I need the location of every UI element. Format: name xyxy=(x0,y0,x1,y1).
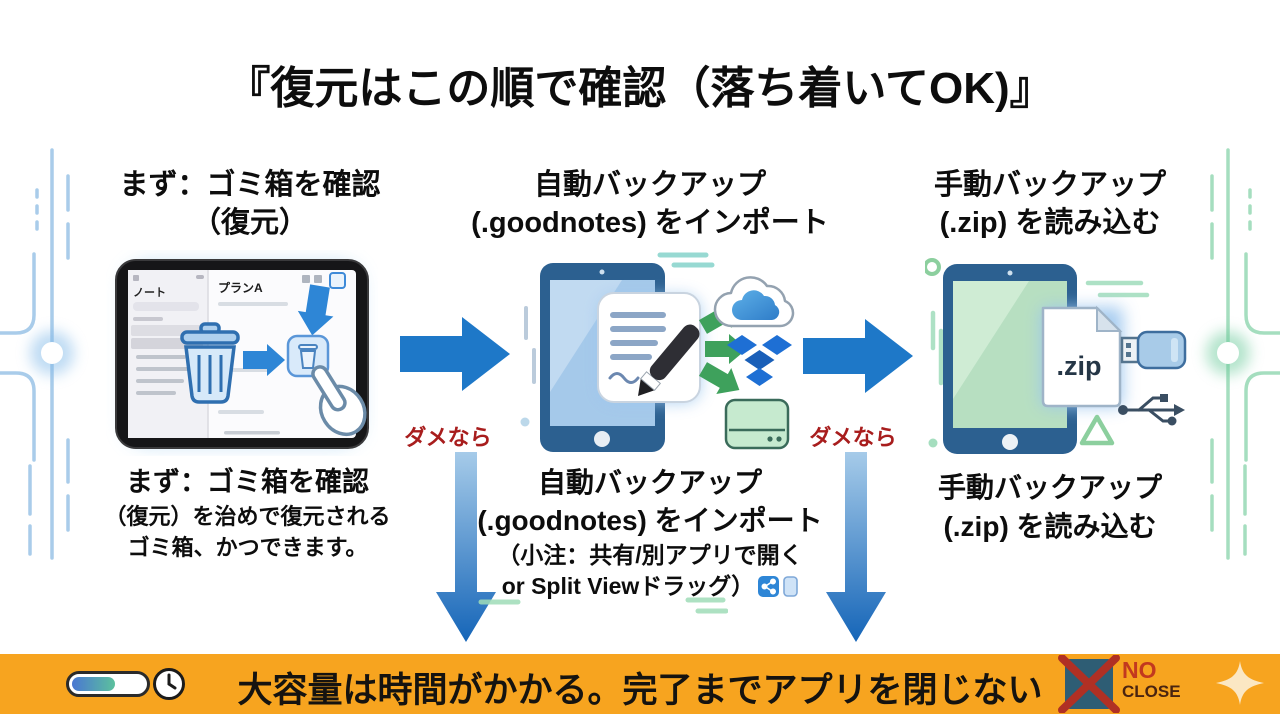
hand-cursor-icon xyxy=(311,365,367,437)
step1-header-line1: まず：ゴミ箱を確認 xyxy=(119,169,381,201)
green-circle-decoration xyxy=(925,258,941,276)
step2-caption: 自動バックアップ (.goodnotes) をインポート （小注：共有/別アプリ… xyxy=(430,464,870,602)
progress-fill xyxy=(72,677,115,691)
note-icon xyxy=(597,292,701,403)
tablet-mini-icon xyxy=(783,576,799,597)
trash-icon xyxy=(180,322,240,404)
flow-arrow-right-2 xyxy=(803,319,913,393)
toolbar-restore-icon xyxy=(329,272,346,289)
green-dot-decoration xyxy=(928,438,938,448)
auto-backup-illustration xyxy=(520,252,795,452)
step1-header: まず：ゴミ箱を確認 （復元） xyxy=(70,166,430,242)
no-close-icon xyxy=(1058,655,1120,713)
share-icon xyxy=(758,576,780,597)
step1-header-line2: （復元） xyxy=(191,207,308,239)
teal-dash-decoration xyxy=(657,252,715,268)
pen-icon xyxy=(638,324,700,396)
step2-header-line2: (.goodnotes) をインポート xyxy=(471,207,829,239)
zip-label: .zip xyxy=(1057,351,1102,381)
sparkle-icon xyxy=(1216,661,1264,705)
step2-caption-line4: or Split Viewドラッグ） xyxy=(430,571,870,602)
no-label: NO xyxy=(1122,657,1157,683)
step3-header-line1: 手動バックアップ xyxy=(933,169,1166,201)
step3-caption-line1: 手動バックアップ xyxy=(937,472,1162,503)
step2-caption-line4-text: or Split Viewドラッグ） xyxy=(501,573,755,599)
usb-symbol-icon xyxy=(1118,394,1185,426)
step2-header: 自動バックアップ (.goodnotes) をインポート xyxy=(440,166,860,242)
step2-caption-line3: （小注：共有/別アプリで開く xyxy=(497,542,803,568)
zip-file-icon: .zip xyxy=(1041,305,1123,408)
document-title: プランA xyxy=(218,280,263,295)
circuit-decoration-left xyxy=(0,148,74,560)
circuit-decoration-right xyxy=(1206,148,1280,560)
green-dash-decoration xyxy=(930,280,1150,386)
step1-caption-line1: まず：ゴミ箱を確認 xyxy=(126,467,369,497)
trash-restore-illustration: ノート プランA xyxy=(115,259,369,449)
mini-trash-icon xyxy=(298,344,318,369)
dropbox-icon xyxy=(727,335,792,386)
fail-label-2: ダメなら xyxy=(809,425,897,450)
in-screen-down-arrow xyxy=(297,284,334,336)
step1-caption-line2: （復元）を治めで復元される xyxy=(104,504,391,529)
bottom-dash-decoration xyxy=(478,597,728,614)
close-label: CLOSE xyxy=(1122,682,1181,701)
step3-caption-line2: (.zip) を読み込む xyxy=(943,511,1157,542)
flow-arrow-right-1 xyxy=(400,317,510,391)
fail-arrow-down-1 xyxy=(436,452,496,642)
step1-caption-line3: ゴミ箱、かつできます。 xyxy=(127,535,368,560)
usb-stick-icon xyxy=(1120,330,1187,370)
step2-header-line1: 自動バックアップ xyxy=(533,169,766,201)
page-title: 『復元はこの順で確認（落ち着いてOK)』 xyxy=(226,64,1054,113)
sidebar-title: ノート xyxy=(133,286,166,299)
step2-caption-line2: (.goodnotes) をインポート xyxy=(477,505,823,536)
step3-header-line2: (.zip) を読み込む xyxy=(939,207,1161,239)
triangle-decoration xyxy=(1079,414,1115,446)
fail-label-1: ダメなら xyxy=(404,425,492,450)
progress-bar xyxy=(66,671,150,697)
step1-caption: まず：ゴミ箱を確認 （復元）を治めで復元される ゴミ箱、かつできます。 xyxy=(60,464,435,563)
step3-header: 手動バックアップ (.zip) を読み込む xyxy=(860,166,1240,242)
blue-dash-decoration xyxy=(524,306,536,384)
manual-backup-illustration: .zip xyxy=(925,258,1187,454)
hard-drive-icon xyxy=(724,398,790,450)
step2-caption-line1: 自動バックアップ xyxy=(537,467,762,498)
bottom-banner: 大容量は時間がかかる。完了までアプリを閉じない NO CLOSE xyxy=(0,654,1280,714)
step3-caption: 手動バックアップ (.zip) を読み込む xyxy=(860,468,1240,546)
restore-arrow-right-icon xyxy=(243,344,285,376)
banner-message: 大容量は時間がかかる。完了までアプリを閉じない xyxy=(237,671,1043,710)
icloud-icon xyxy=(713,276,795,328)
dot-decoration xyxy=(520,417,530,427)
clock-icon xyxy=(153,668,185,700)
fail-arrow-down-2 xyxy=(826,452,886,642)
